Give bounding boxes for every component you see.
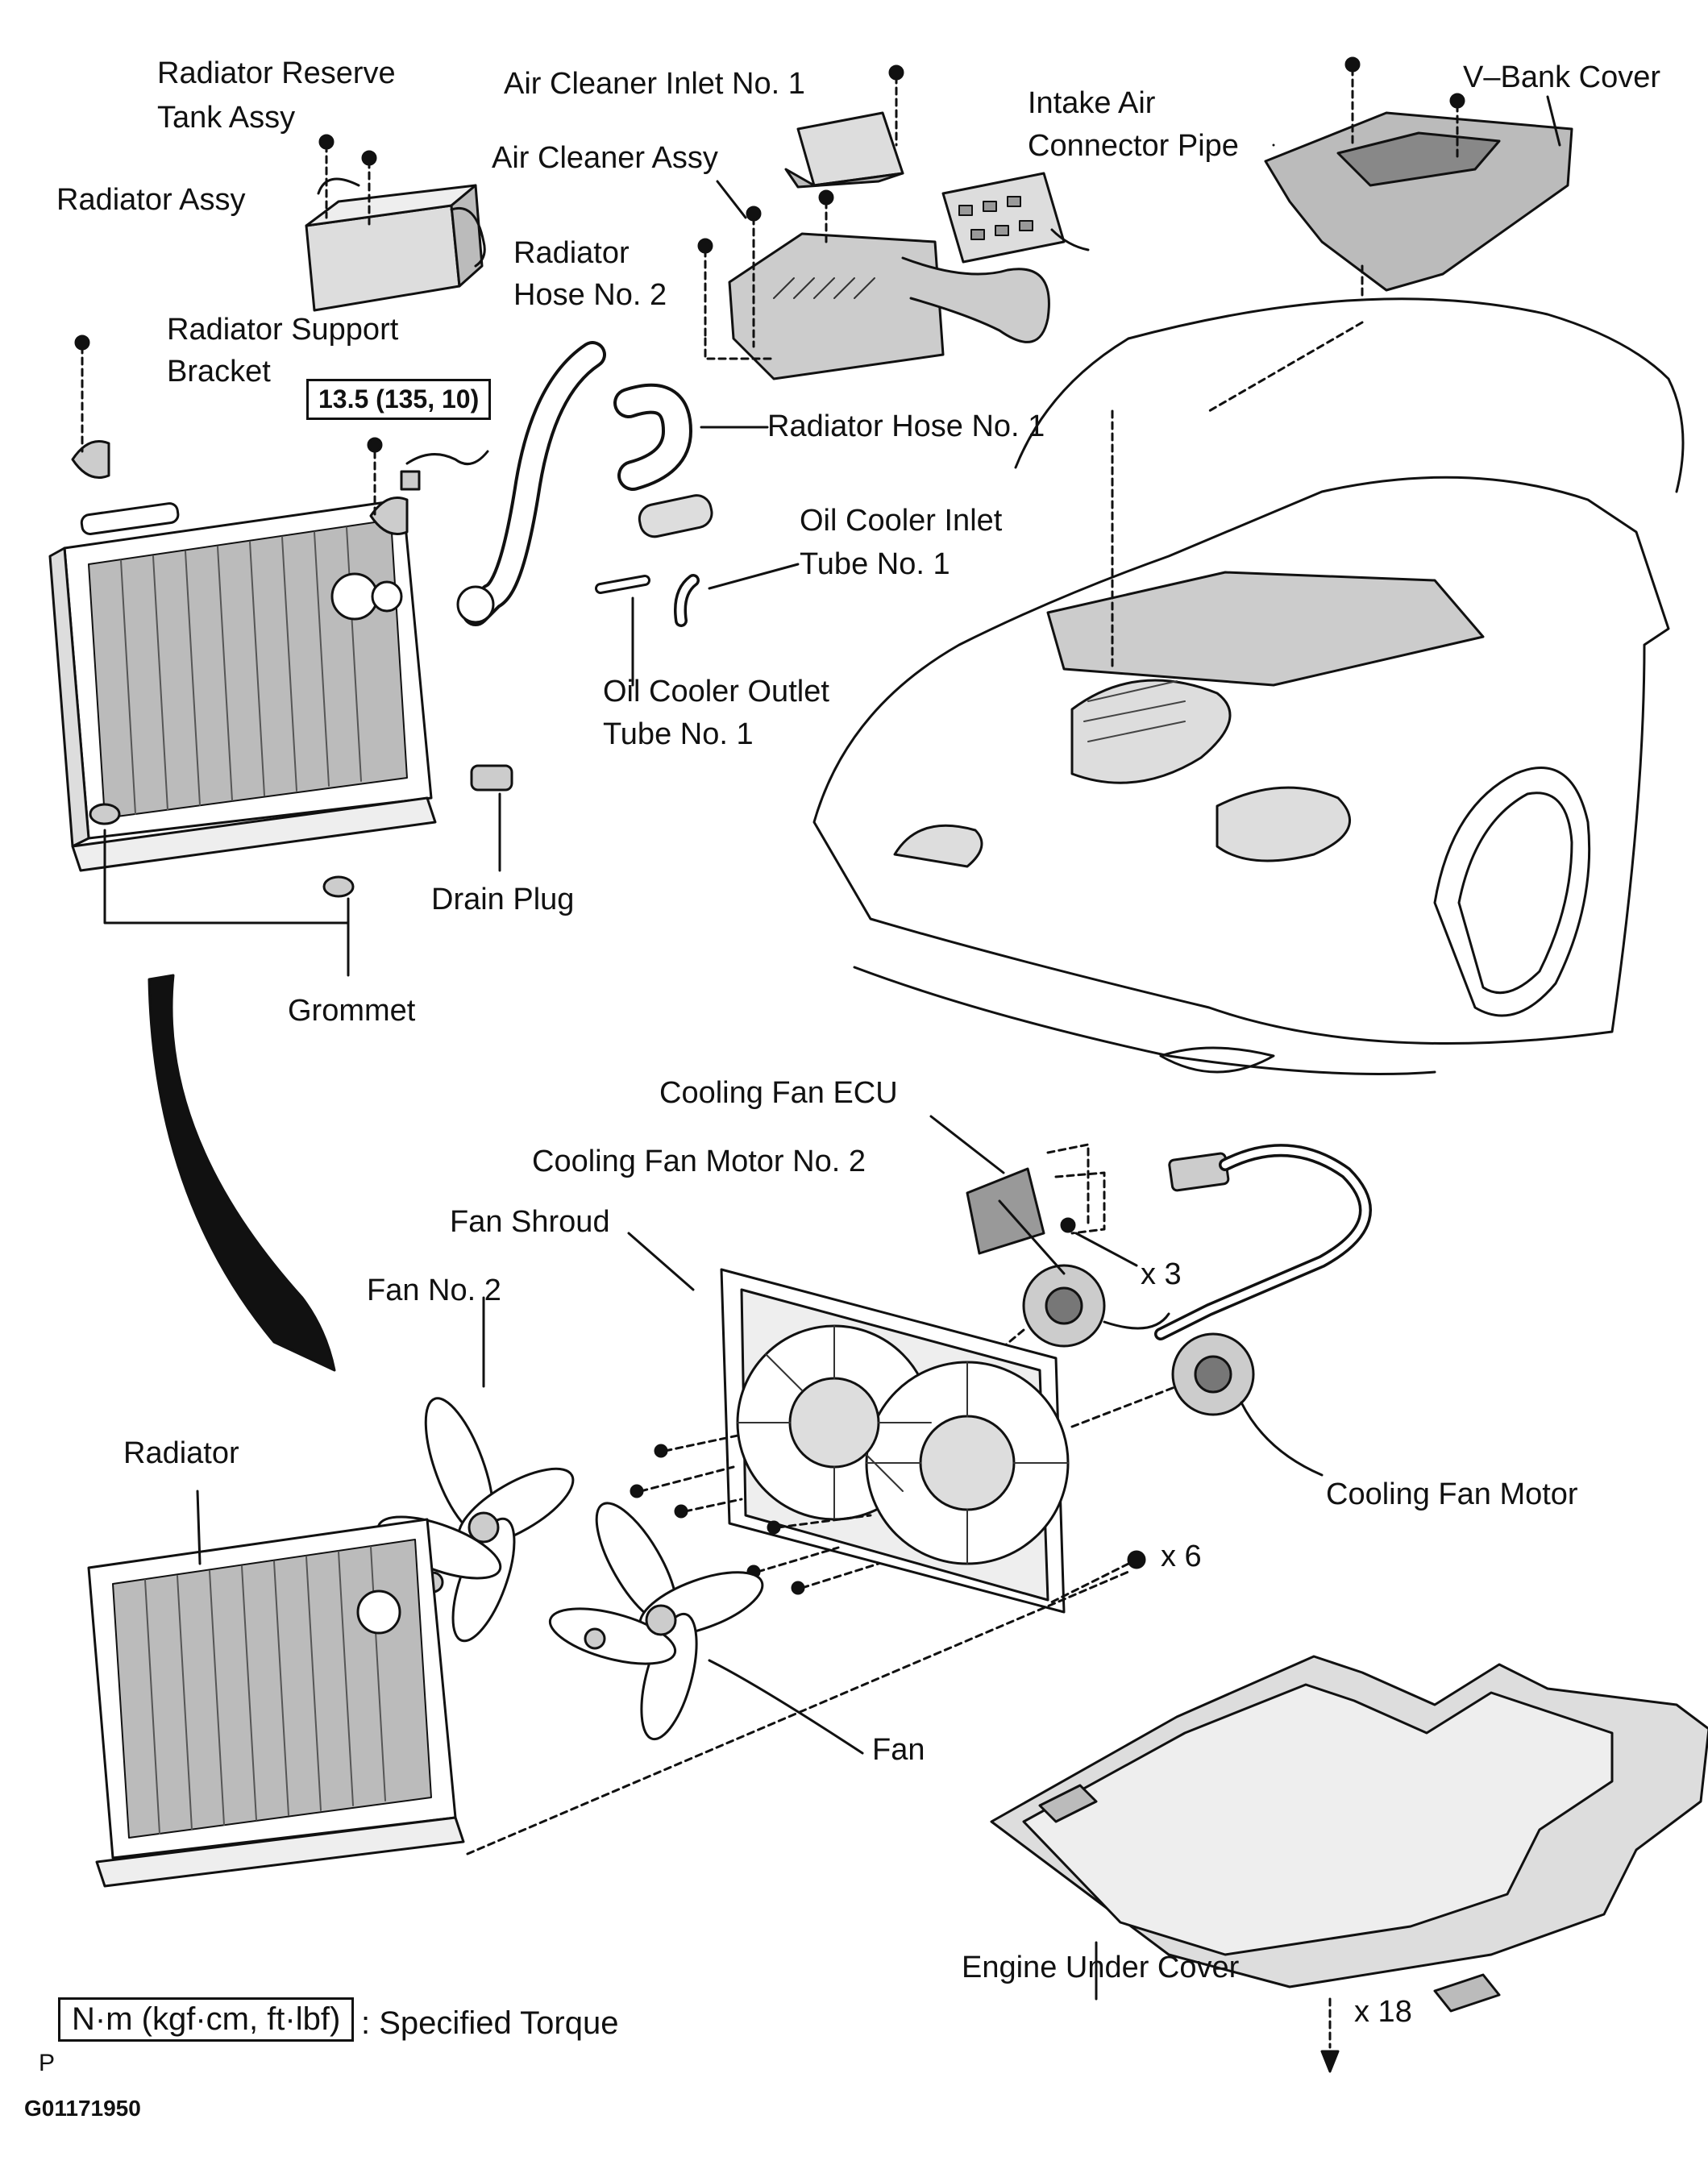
label-fan-shroud: Fan Shroud <box>450 1205 610 1239</box>
car-drawing <box>812 143 1685 1075</box>
label-intake-air: Intake Air <box>1028 86 1156 120</box>
v-bank-cover-drawing <box>1264 56 1573 324</box>
label-engine-under-cover: Engine Under Cover <box>962 1951 1240 1984</box>
grommets-drawing <box>89 803 355 977</box>
label-fan-no-2: Fan No. 2 <box>367 1274 501 1307</box>
label-air-cleaner-assy: Air Cleaner Assy <box>492 141 718 175</box>
label-radiator: Radiator <box>123 1436 239 1470</box>
reserve-tank-drawing <box>305 134 486 312</box>
label-radiator-assy: Radiator Assy <box>56 183 246 217</box>
drain-plug-drawing <box>470 764 513 872</box>
label-intake-air-2: Connector Pipe <box>1028 129 1239 163</box>
label-cooling-fan-motor-2: Cooling Fan Motor No. 2 <box>532 1145 866 1178</box>
flow-arrow <box>148 974 336 1372</box>
fan-shroud-drawing <box>627 1232 1146 1614</box>
legend-torque-box: N·m (kgf·cm, ft·lbf) <box>58 1997 355 2042</box>
label-oil-cooler-inlet: Oil Cooler Inlet <box>800 504 1003 538</box>
label-oil-cooler-inlet-2: Tube No. 1 <box>800 547 950 581</box>
corner-letter: P <box>39 2050 56 2076</box>
label-fan: Fan <box>872 1733 925 1767</box>
label-radiator-reserve-tank-2: Tank Assy <box>157 101 296 135</box>
radiator-assy-drawing <box>48 498 437 872</box>
label-radiator-support-2: Bracket <box>167 355 271 389</box>
radiator-lower-drawing <box>87 1490 1130 1888</box>
label-x18: x 18 <box>1354 1995 1412 2029</box>
label-radiator-support: Radiator Support <box>167 313 399 347</box>
label-grommet: Grommet <box>288 994 416 1028</box>
label-radiator-hose-2b: Hose No. 2 <box>513 278 667 312</box>
cooling-fan-ecu-drawing <box>929 1115 1372 1340</box>
label-radiator-hose-1: Radiator Hose No. 1 <box>767 409 1045 443</box>
figure-code: G01171950 <box>24 2096 141 2121</box>
label-oil-cooler-outlet: Oil Cooler Outlet <box>603 675 829 709</box>
fan-drawing <box>548 1502 864 1755</box>
radiator-support-bracket-drawing <box>71 335 489 535</box>
radiator-hose-no1-drawing <box>613 383 769 491</box>
label-drain-plug: Drain Plug <box>431 883 575 916</box>
torque-spec-box: 13.5 (135, 10) <box>306 379 492 420</box>
label-air-cleaner-inlet: Air Cleaner Inlet No. 1 <box>504 67 805 101</box>
engine-under-cover-drawing <box>990 1655 1708 2073</box>
oil-cooler-drawing <box>595 494 800 687</box>
label-x3: x 3 <box>1141 1257 1182 1291</box>
label-oil-cooler-outlet-2: Tube No. 1 <box>603 717 754 751</box>
label-v-bank-cover: V–Bank Cover <box>1463 60 1661 94</box>
label-cooling-fan-ecu: Cooling Fan ECU <box>659 1076 898 1110</box>
intake-air-connector-pipe-drawing <box>901 172 1090 343</box>
legend-torque-text: : Specified Torque <box>361 2005 619 2041</box>
label-x6: x 6 <box>1161 1540 1202 1573</box>
air-cleaner-drawing <box>697 64 945 380</box>
label-cooling-fan-motor: Cooling Fan Motor <box>1326 1477 1578 1511</box>
label-radiator-reserve-tank: Radiator Reserve <box>157 56 396 90</box>
label-radiator-hose-2: Radiator <box>513 236 630 270</box>
